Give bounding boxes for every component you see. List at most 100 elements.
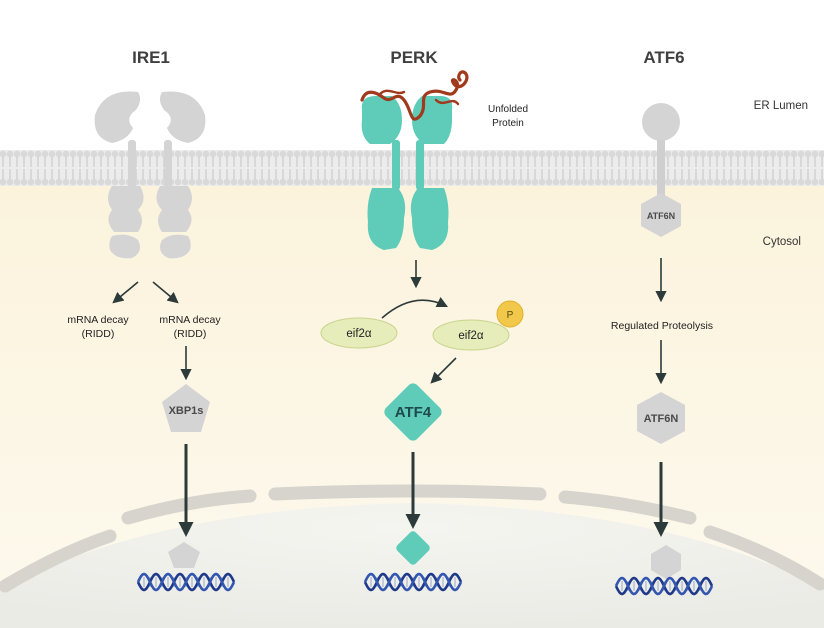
lipid-head xyxy=(27,178,35,186)
lipid-head xyxy=(251,178,259,186)
lipid-head xyxy=(111,150,119,158)
lipid-head xyxy=(76,178,84,186)
lipid-head xyxy=(251,150,259,158)
lipid-head xyxy=(181,150,189,158)
eif2a-phosphorylated xyxy=(432,319,510,351)
er-lumen-area xyxy=(0,0,824,150)
lipid-head xyxy=(104,150,112,158)
lipid-head xyxy=(55,150,63,158)
nucleus-area xyxy=(0,503,824,628)
lipid-head xyxy=(615,150,623,158)
phosphate-circle xyxy=(496,300,524,328)
lipid-head xyxy=(804,178,812,186)
lipid-head xyxy=(209,178,217,186)
lipid-head xyxy=(216,150,224,158)
lipid-head xyxy=(559,178,567,186)
lipid-head xyxy=(300,178,308,186)
lipid-head xyxy=(447,150,455,158)
lipid-head xyxy=(118,178,126,186)
lipid-head xyxy=(286,150,294,158)
lipid-head xyxy=(503,150,511,158)
unfolded-protein-detail xyxy=(378,89,460,106)
lipid-head xyxy=(384,150,392,158)
lipid-head xyxy=(601,178,609,186)
dna-helix-atf6 xyxy=(614,576,714,596)
lipid-head xyxy=(342,178,350,186)
mrna-decay-left-line1: mRNA decay xyxy=(67,314,129,326)
lipid-head xyxy=(594,178,602,186)
lipid-head xyxy=(489,150,497,158)
lipid-head xyxy=(643,178,651,186)
lipid-head xyxy=(685,150,693,158)
lipid-head xyxy=(811,178,819,186)
lipid-head xyxy=(636,178,644,186)
unfolded-protein-label-line1: Unfolded xyxy=(488,104,528,115)
lipid-head xyxy=(790,150,798,158)
lipid-head xyxy=(230,178,238,186)
lipid-head xyxy=(202,178,210,186)
lipid-head xyxy=(230,150,238,158)
lipid-head xyxy=(748,150,756,158)
lipid-head xyxy=(76,150,84,158)
xbp1s-nuclear-pentagon xyxy=(168,542,200,568)
lipid-head xyxy=(55,178,63,186)
eif2a-unphosphorylated-label: eif2α xyxy=(346,328,372,340)
lipid-head xyxy=(209,150,217,158)
lipid-head xyxy=(454,178,462,186)
lipid-head xyxy=(97,150,105,158)
lipid-head xyxy=(433,150,441,158)
lipid-bilayer xyxy=(0,150,824,186)
lipid-head xyxy=(153,150,161,158)
lipid-head xyxy=(447,178,455,186)
lipid-head xyxy=(608,150,616,158)
lipid-head xyxy=(349,150,357,158)
lipid-head xyxy=(223,178,231,186)
lipid-head xyxy=(720,178,728,186)
lipid-head xyxy=(517,178,525,186)
lipid-head xyxy=(69,178,77,186)
lipid-head xyxy=(769,150,777,158)
lipid-head xyxy=(797,150,805,158)
lipid-head xyxy=(489,178,497,186)
lipid-head xyxy=(188,178,196,186)
dna-helix-ire1 xyxy=(136,572,236,592)
lipid-head xyxy=(727,178,735,186)
phosphate-label: P xyxy=(507,310,514,321)
lipid-head xyxy=(272,150,280,158)
lipid-head xyxy=(356,150,364,158)
unfolded-protein xyxy=(360,70,469,121)
lipid-head xyxy=(559,150,567,158)
lipid-head xyxy=(118,150,126,158)
lipid-head xyxy=(496,150,504,158)
lipid-head xyxy=(699,178,707,186)
lipid-head xyxy=(538,150,546,158)
lipid-head xyxy=(377,150,385,158)
eif2a-unphosphorylated xyxy=(320,317,398,349)
lipid-head xyxy=(468,150,476,158)
lipid-head xyxy=(727,150,735,158)
lipid-head xyxy=(685,178,693,186)
lipid-head xyxy=(265,150,273,158)
lipid-head xyxy=(811,150,819,158)
lipid-head xyxy=(440,150,448,158)
mrna-decay-left-line2: (RIDD) xyxy=(82,328,115,340)
atf6n-nuclear-hexagon xyxy=(651,545,681,579)
eif2a-phosphorylated-label: eif2α xyxy=(458,330,484,342)
perk-title: PERK xyxy=(390,48,438,67)
dna-strand xyxy=(614,576,714,596)
lipid-head xyxy=(174,150,182,158)
lipid-head xyxy=(314,178,322,186)
lipid-head xyxy=(223,150,231,158)
regulated-proteolysis-label: Regulated Proteolysis xyxy=(611,320,713,332)
lipid-head xyxy=(797,178,805,186)
dna-strand xyxy=(363,572,463,592)
lipid-head xyxy=(90,178,98,186)
lipid-head xyxy=(475,150,483,158)
lipid-head xyxy=(671,150,679,158)
lipid-head xyxy=(748,178,756,186)
lipid-head xyxy=(783,150,791,158)
phosphorylation-arrow xyxy=(381,296,449,319)
lipid-head xyxy=(398,150,406,158)
lipid-head xyxy=(790,178,798,186)
